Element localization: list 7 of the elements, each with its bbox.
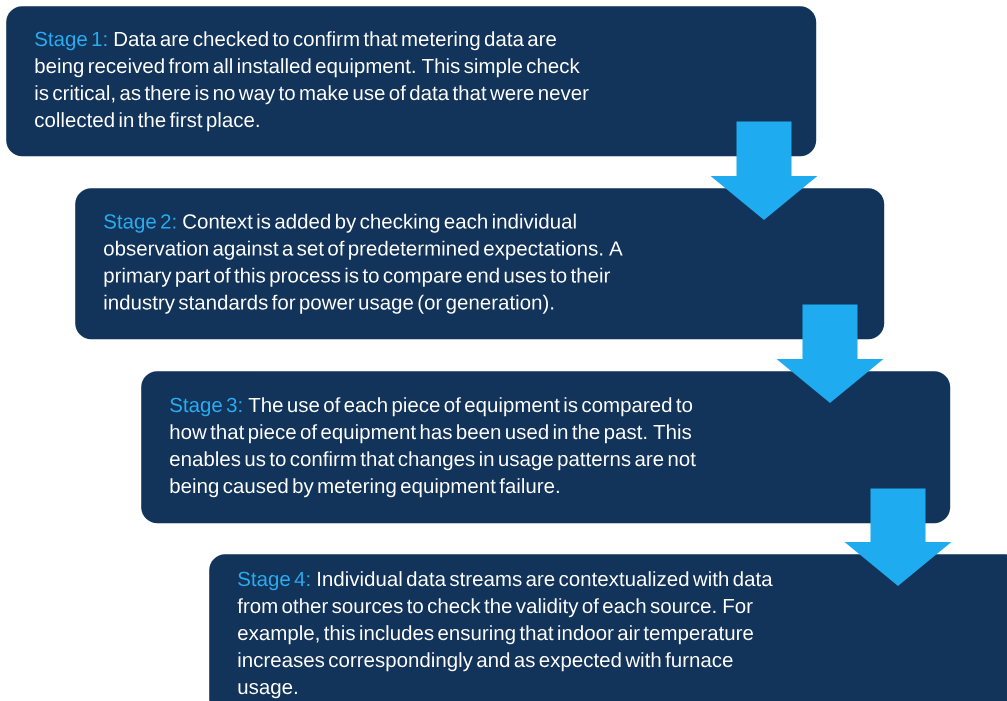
stage-box: Stage 3: The use of each piece of equipment is compared to how that piece of equipment has been used in the past. This enables us to confirm that changes in usage patterns are not being caused by metering equipment failure.: [141, 371, 951, 524]
stage-box: Stage 2: Context is added by checking each individual observation against a set of predetermined expectations. A primary part of this process is to compare end uses to their industry standards for power usage (or generation).: [75, 188, 885, 340]
block-arrow: [710, 121, 818, 220]
block-arrow: [776, 304, 884, 403]
stage-box: Stage 4: Individual data streams are contextualized with data from other sources to check the validity of each source. For example, this includes ensuring that indoor air temperature increases correspondingly and as expected with furnace usage.: [209, 554, 1007, 701]
block-arrow: [844, 488, 952, 586]
stage-box: Stage 1: Data are checked to confirm that metering data are being received from all installed equipment. This simple check is critical, as there is no way to make use of data that were never collected in the first place.: [6, 6, 817, 157]
